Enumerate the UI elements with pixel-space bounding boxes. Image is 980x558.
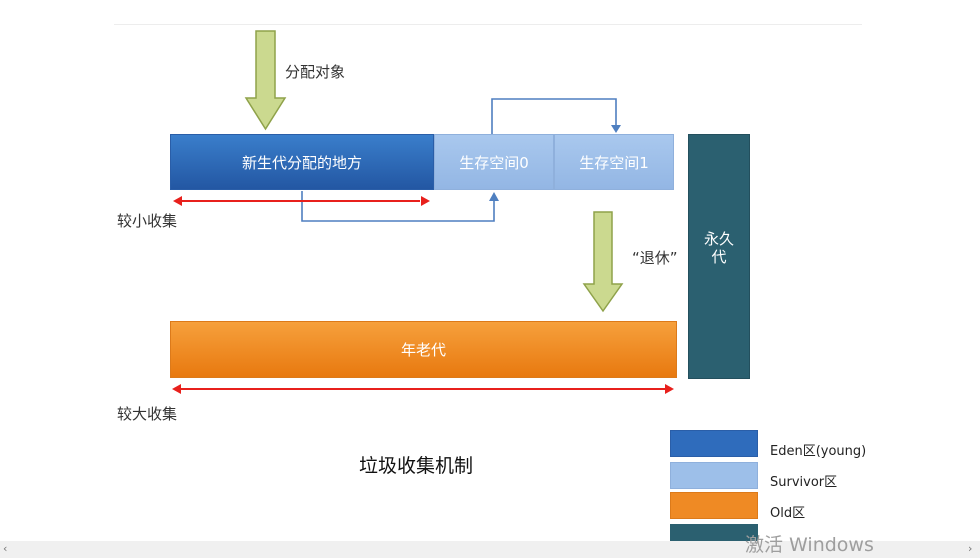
major-gc-right-head: [665, 384, 674, 394]
old-label: 年老代: [400, 341, 446, 359]
diagram-title: 垃圾收集机制: [359, 455, 474, 477]
minor-gc-left-head: [173, 196, 182, 206]
retire-label: “退休”: [632, 249, 678, 267]
eden-to-survivor-connector: [301, 191, 495, 222]
alloc-label: 分配对象: [285, 63, 346, 81]
alloc-arrow: [244, 30, 287, 131]
retire-arrow: [582, 211, 624, 313]
legend-swatch-eden: [670, 430, 758, 457]
legend-label-old: Old区: [770, 506, 806, 521]
major-gc-left-head: [172, 384, 181, 394]
survivor-swap-arrowhead: [611, 125, 621, 133]
minor-gc-label: 较小收集: [117, 212, 178, 230]
legend-swatch-old: [670, 492, 758, 519]
legend-label-eden: Eden区(young): [770, 444, 867, 459]
legend-label-survivor: Survivor区: [770, 475, 838, 490]
perm-label-line2: 代: [711, 248, 727, 266]
old-gen-block: 年老代: [170, 321, 677, 378]
horizontal-scrollbar[interactable]: ‹ ›: [0, 541, 980, 558]
major-gc-label: 较大收集: [117, 405, 178, 423]
perm-label-line1: 永久: [703, 230, 734, 248]
eden-to-survivor-arrowhead: [489, 192, 499, 201]
top-divider: [114, 24, 862, 25]
eden-block: 新生代分配的地方: [170, 134, 434, 190]
permanent-gen-block: 永久 代: [688, 134, 750, 379]
legend-swatch-survivor: [670, 462, 758, 489]
chevron-right-icon[interactable]: ›: [968, 542, 973, 555]
activate-windows-watermark: 激活 Windows: [745, 534, 874, 556]
survivor0-block: 生存空间0: [434, 134, 554, 190]
survivor-swap-connector: [491, 98, 617, 134]
survivor1-label: 生存空间1: [579, 153, 649, 172]
survivor0-label: 生存空间0: [459, 153, 529, 172]
minor-gc-right-head: [421, 196, 430, 206]
chevron-left-icon[interactable]: ‹: [3, 542, 8, 555]
survivor1-block: 生存空间1: [554, 134, 674, 190]
legend-swatch-perm: [670, 524, 758, 541]
eden-label: 新生代分配的地方: [241, 153, 362, 172]
